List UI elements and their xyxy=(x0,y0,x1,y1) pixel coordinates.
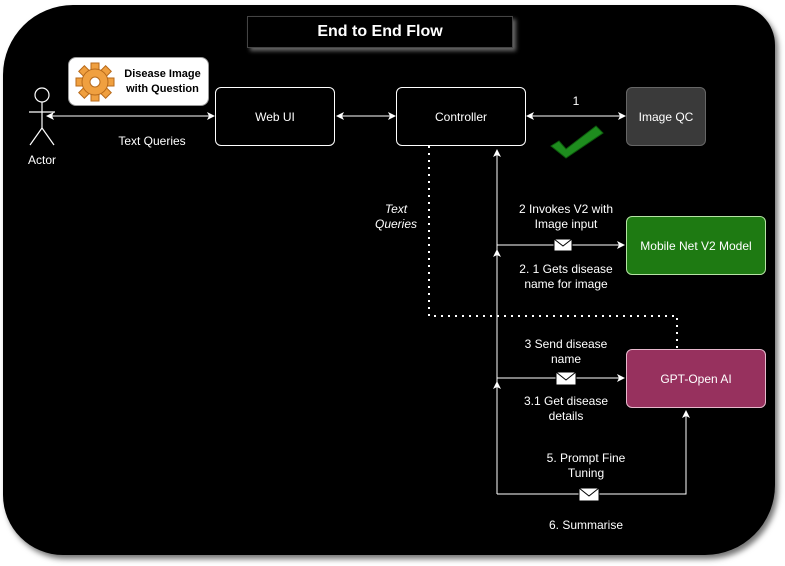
label-summarise: 6. Summarise xyxy=(548,518,624,532)
label-send-disease: 3 Send disease name xyxy=(524,337,608,366)
envelope-icon xyxy=(553,238,573,252)
controller-node[interactable]: Controller xyxy=(396,87,526,146)
mobilenet-node[interactable]: Mobile Net V2 Model xyxy=(626,216,766,275)
label-get-details: 3.1 Get disease details xyxy=(523,394,609,423)
label-step-1: 1 xyxy=(572,94,580,108)
label-text-queries: Text Queries xyxy=(118,134,186,148)
edge-text-queries-dotted xyxy=(428,146,678,348)
label-gets-disease: 2. 1 Gets disease name for image xyxy=(519,262,613,291)
label-text-queries-italic: Text Queries xyxy=(374,202,418,231)
envelope-icon xyxy=(555,371,577,386)
gear-icon xyxy=(75,62,115,101)
checkmark-icon xyxy=(550,125,604,159)
diagram-title: End to End Flow xyxy=(247,16,513,48)
disease-card-label: Disease Image with Question xyxy=(124,67,201,95)
envelope-icon xyxy=(578,487,600,502)
web-ui-node[interactable]: Web UI xyxy=(215,87,335,146)
actor-label: Actor xyxy=(27,153,56,167)
image-qc-node[interactable]: Image QC xyxy=(626,87,706,146)
edge-summarise-loop xyxy=(497,410,690,495)
label-invoke-v2: 2 Invokes V2 with Image input xyxy=(518,202,614,231)
label-prompt-tuning: 5. Prompt Fine Tuning xyxy=(546,451,626,480)
gpt-node[interactable]: GPT-Open AI xyxy=(626,349,766,408)
disease-image-card: Disease Image with Question xyxy=(68,57,209,106)
